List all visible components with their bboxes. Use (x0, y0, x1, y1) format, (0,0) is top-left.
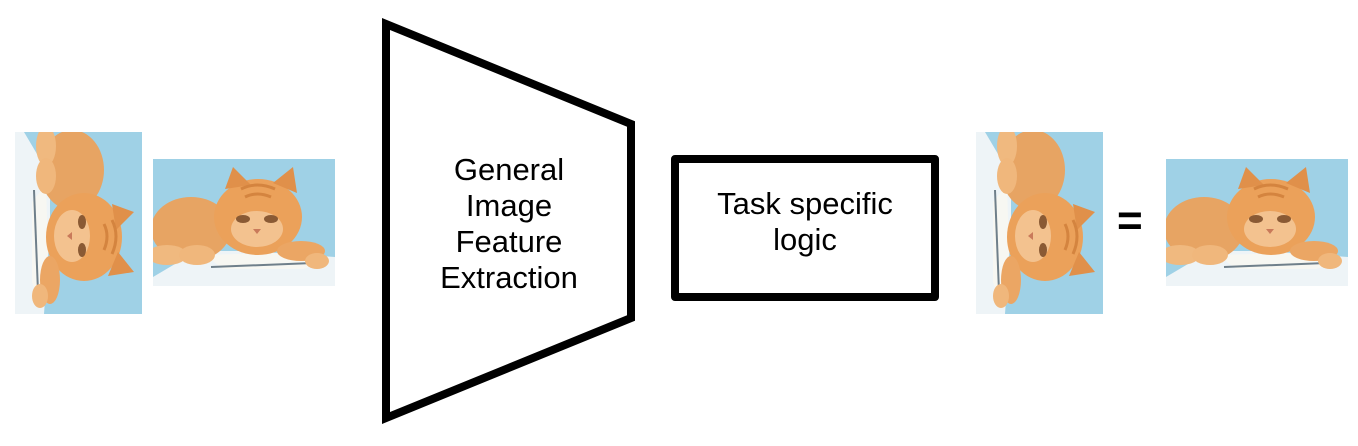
equals-sign: = (1117, 196, 1143, 245)
label-line-image: Image (465, 188, 553, 223)
label-line-logic: logic (773, 222, 837, 257)
task-logic-label: Task specific logic (679, 186, 931, 258)
cat-rotated-output (976, 132, 1103, 314)
label-line-feature: Feature (455, 224, 563, 259)
task-logic-box (671, 155, 939, 301)
label-line-general: General (453, 152, 565, 187)
label-line-extraction: Extraction (440, 260, 578, 295)
feature-extractor-label: General Image Feature Extraction (409, 152, 609, 296)
cat-upright-output (1166, 159, 1348, 286)
label-line-task-specific: Task specific (717, 186, 893, 221)
